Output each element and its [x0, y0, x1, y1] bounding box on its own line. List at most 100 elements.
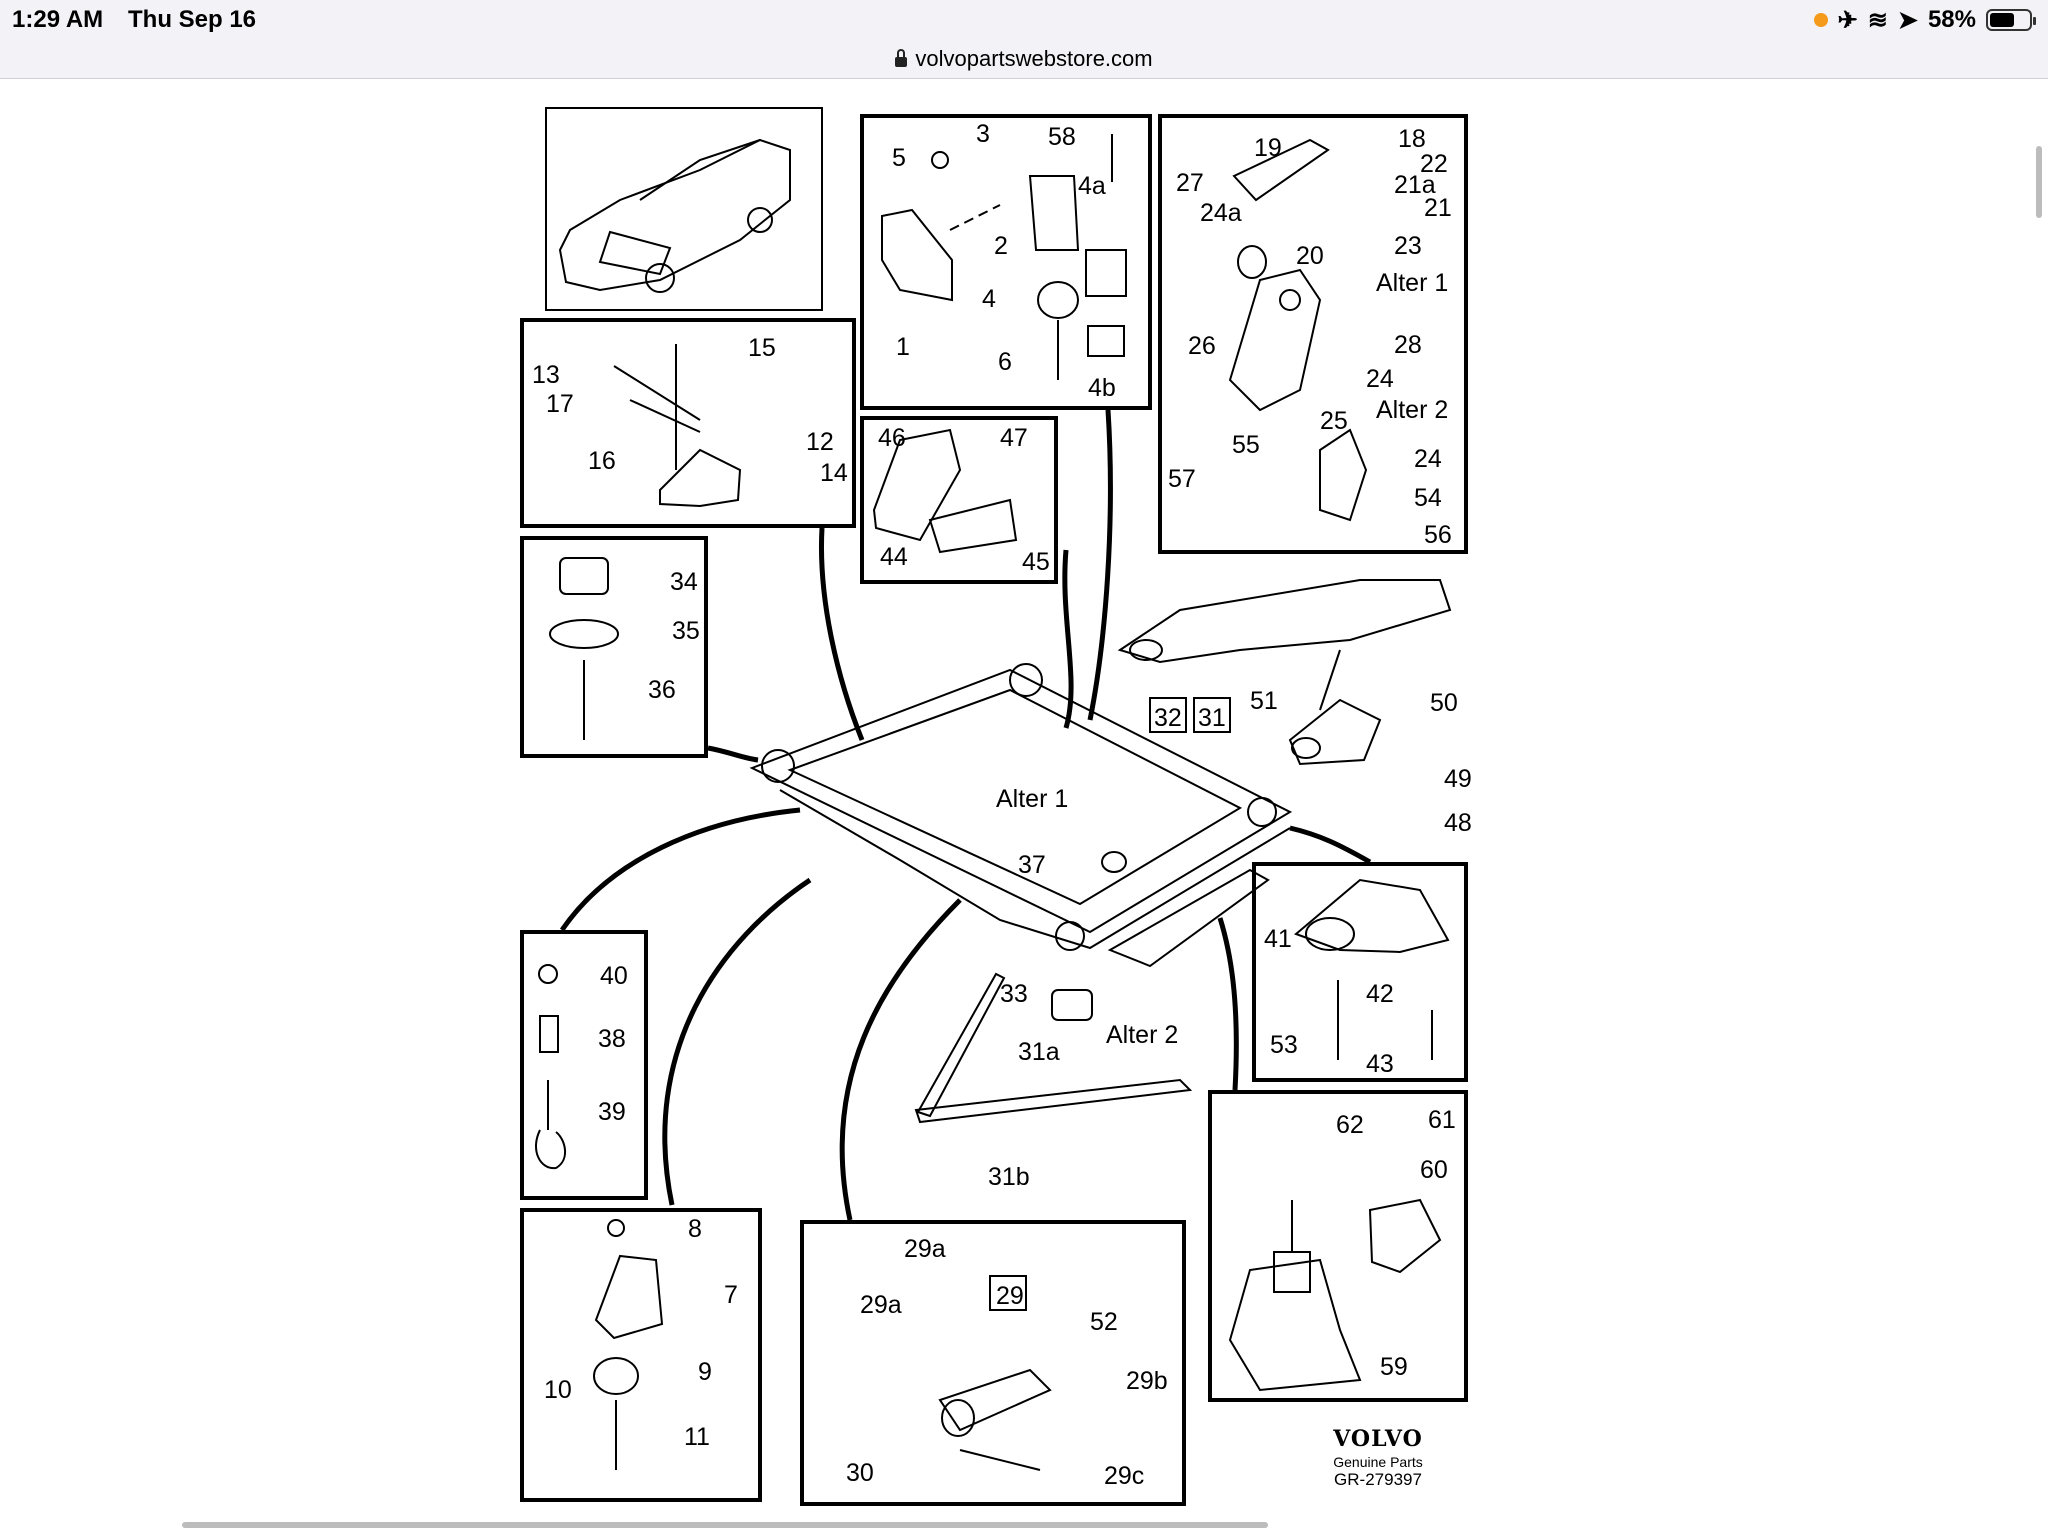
vertical-scrollbar[interactable] — [2036, 146, 2042, 218]
group-box-shield — [860, 416, 1058, 584]
genuine-parts-text: Genuine Parts — [1333, 1454, 1423, 1470]
status-bar: 1:29 AM Thu Sep 16 ✈ ≋ ➤ 58% — [0, 0, 2048, 40]
label-47: 47 — [1000, 424, 1028, 452]
car-icon — [558, 138, 791, 293]
label-19: 19 — [1254, 134, 1282, 162]
label-30: 30 — [846, 1459, 874, 1487]
group-box-bushing-upper — [520, 536, 708, 758]
label-2: 2 — [994, 232, 1008, 260]
group-box-fastener — [520, 930, 648, 1200]
horizontal-scrollbar[interactable] — [182, 1522, 1268, 1528]
label-31: 31 — [1198, 704, 1226, 732]
part-engine-mount-icon — [881, 134, 1127, 380]
diagram-reference: GR-279397 — [1334, 1470, 1422, 1489]
label-59: 59 — [1380, 1353, 1408, 1381]
label-4b: 4b — [1088, 374, 1116, 402]
label-58: 58 — [1048, 123, 1076, 151]
label-37: 37 — [1018, 851, 1046, 879]
car-thumbnail-frame — [545, 107, 823, 311]
label-24a: 24a — [1200, 199, 1242, 227]
label-29c: 29c — [1104, 1462, 1144, 1490]
label-56: 56 — [1424, 521, 1452, 549]
label-42: 42 — [1366, 980, 1394, 1008]
label-38: 38 — [598, 1025, 626, 1053]
label-29b: 29b — [1126, 1367, 1168, 1395]
label-4a: 4a — [1078, 172, 1106, 200]
label-box-32 — [1149, 697, 1187, 733]
label-29a-top: 29a — [904, 1235, 946, 1263]
label-25: 25 — [1320, 407, 1348, 435]
label-28: 28 — [1394, 331, 1422, 359]
label-alter2-mid: Alter 2 — [1106, 1021, 1178, 1049]
label-1: 1 — [896, 333, 910, 361]
lock-icon — [895, 49, 908, 67]
battery-percent: 58% — [1927, 6, 1976, 33]
battery-fill — [1990, 13, 2015, 27]
location-arrow-icon: ➤ — [1897, 6, 1918, 34]
label-7: 7 — [724, 1281, 738, 1309]
part-rear-engine-mount-icon — [1228, 1198, 1442, 1392]
label-15: 15 — [748, 334, 776, 362]
recording-dot-icon — [1813, 13, 1828, 27]
label-5: 5 — [892, 144, 906, 172]
part-lower-mount-icon — [593, 1219, 664, 1470]
label-box-29 — [989, 1275, 1027, 1311]
label-31a: 31a — [1018, 1038, 1060, 1066]
label-54: 54 — [1414, 484, 1442, 512]
label-34: 34 — [670, 568, 698, 596]
label-39: 39 — [598, 1098, 626, 1126]
label-40: 40 — [600, 962, 628, 990]
label-51: 51 — [1250, 687, 1278, 715]
label-23: 23 — [1394, 232, 1422, 260]
label-29: 29 — [996, 1282, 1024, 1310]
label-57: 57 — [1168, 465, 1196, 493]
label-9: 9 — [698, 1358, 712, 1386]
wifi-icon: ≋ — [1867, 6, 1888, 34]
part-rear-link-icon — [938, 1368, 1052, 1471]
part-fastener-icon — [535, 964, 566, 1170]
label-36: 36 — [648, 676, 676, 704]
label-43: 43 — [1366, 1050, 1394, 1078]
label-13: 13 — [532, 361, 560, 389]
label-44: 44 — [880, 543, 908, 571]
label-alter2-top: Alter 2 — [1376, 396, 1448, 424]
part-torque-rod-icon — [1228, 138, 1368, 522]
label-21a: 21a — [1394, 171, 1436, 199]
label-17: 17 — [546, 390, 574, 418]
group-box-rear-link — [800, 1220, 1186, 1506]
status-time: 1:29 AM — [12, 6, 104, 33]
label-alter1-mid: Alter 1 — [996, 785, 1068, 813]
label-21: 21 — [1424, 194, 1452, 222]
torque-plate-icon — [1117, 579, 1452, 766]
address-bar[interactable]: volvopartswebstore.com — [0, 40, 2048, 79]
url-text[interactable]: volvopartswebstore.com — [915, 46, 1153, 71]
part-labels: 1 2 3 4 4a 4b 5 6 58 15 13 17 12 16 14 4… — [532, 120, 1472, 1490]
label-box-31 — [1193, 697, 1231, 733]
airplane-icon: ✈ — [1837, 6, 1858, 34]
label-20: 20 — [1296, 242, 1324, 270]
label-60: 60 — [1420, 1156, 1448, 1184]
status-icons: ✈ ≋ ➤ 58% — [1813, 4, 2036, 36]
label-26: 26 — [1188, 332, 1216, 360]
label-24b: 24 — [1414, 445, 1442, 473]
label-alter1-top: Alter 1 — [1376, 269, 1448, 297]
part-rear-mount-icon — [1294, 878, 1450, 1060]
part-bracket-icon — [613, 344, 742, 508]
label-8: 8 — [688, 1215, 702, 1243]
label-31b: 31b — [988, 1163, 1030, 1191]
label-22: 22 — [1420, 150, 1448, 178]
volvo-brand: VOLVO Genuine Parts GR-279397 — [1318, 1426, 1438, 1490]
label-32: 32 — [1154, 704, 1182, 732]
label-48: 48 — [1444, 809, 1472, 837]
label-12: 12 — [806, 428, 834, 456]
label-6: 6 — [998, 348, 1012, 376]
label-35: 35 — [672, 617, 700, 645]
part-shield-icon — [872, 428, 1018, 554]
status-date: Thu Sep 16 — [128, 6, 257, 33]
label-45: 45 — [1022, 548, 1050, 576]
strut-brace-icon — [914, 972, 1193, 1124]
label-62: 62 — [1336, 1111, 1364, 1139]
group-box-rear-mount — [1252, 862, 1468, 1082]
label-29a: 29a — [860, 1291, 902, 1319]
